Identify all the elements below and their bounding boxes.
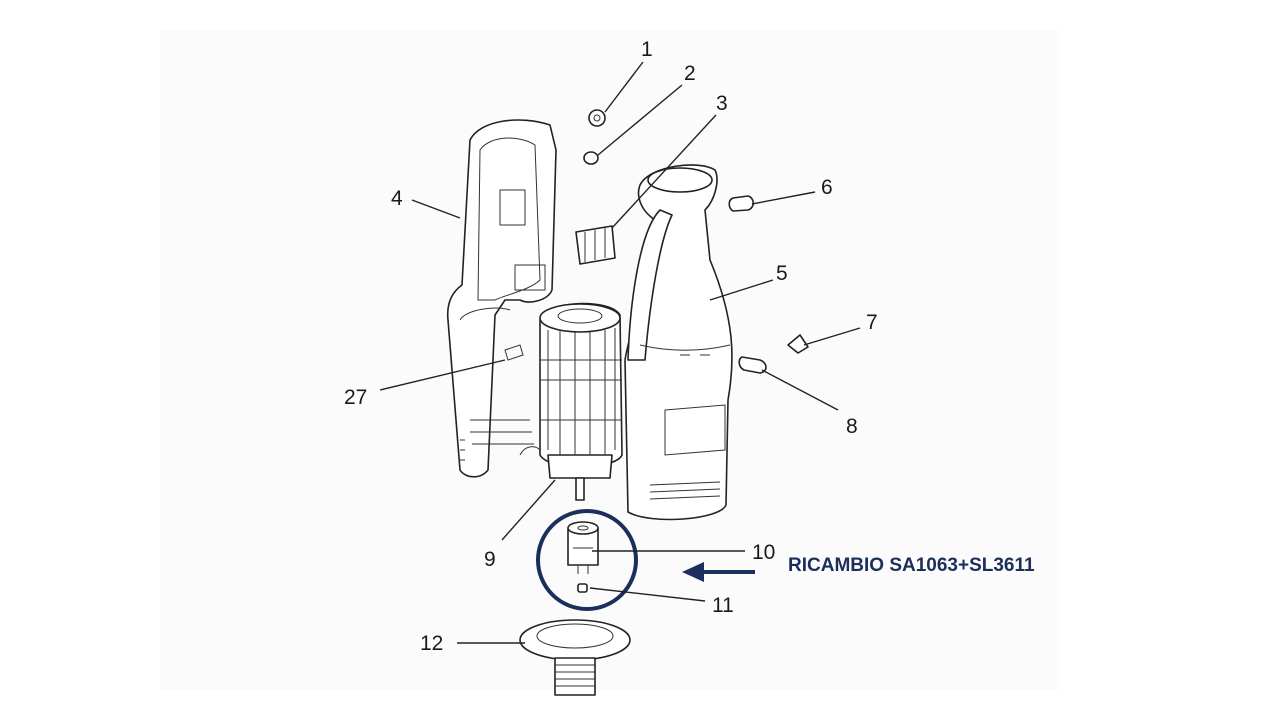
ricambio-callout: RICAMBIO SA1063+SL3611	[788, 555, 1035, 576]
part-3-switch	[575, 225, 616, 265]
part-10-coupling	[567, 521, 599, 574]
label-part-3: 3	[716, 92, 728, 115]
label-part-12: 12	[420, 632, 443, 655]
highlight-circle	[536, 509, 638, 611]
label-part-27: 27	[344, 386, 367, 409]
label-part-10: 10	[752, 541, 775, 564]
part-6-bushing	[728, 195, 755, 212]
part-2-washer	[583, 151, 599, 165]
label-part-9: 9	[484, 548, 496, 571]
part-11-pin	[577, 583, 588, 593]
label-part-6: 6	[821, 176, 833, 199]
label-part-1: 1	[641, 38, 653, 61]
label-part-5: 5	[776, 262, 788, 285]
part-1-nut	[588, 109, 606, 127]
leader-lines	[379, 61, 861, 644]
label-part-2: 2	[684, 62, 696, 85]
part-9-motor	[519, 302, 623, 501]
arrow-left-icon	[682, 562, 755, 582]
part-4-left-housing	[446, 119, 557, 478]
part-8-plug	[738, 356, 767, 374]
label-part-11: 11	[712, 594, 734, 617]
part-7-clip	[787, 334, 809, 354]
part-5-right-housing	[624, 164, 733, 521]
label-part-7: 7	[866, 311, 878, 334]
label-part-4: 4	[391, 187, 403, 210]
part-12-flange	[519, 619, 631, 696]
label-part-8: 8	[846, 415, 858, 438]
